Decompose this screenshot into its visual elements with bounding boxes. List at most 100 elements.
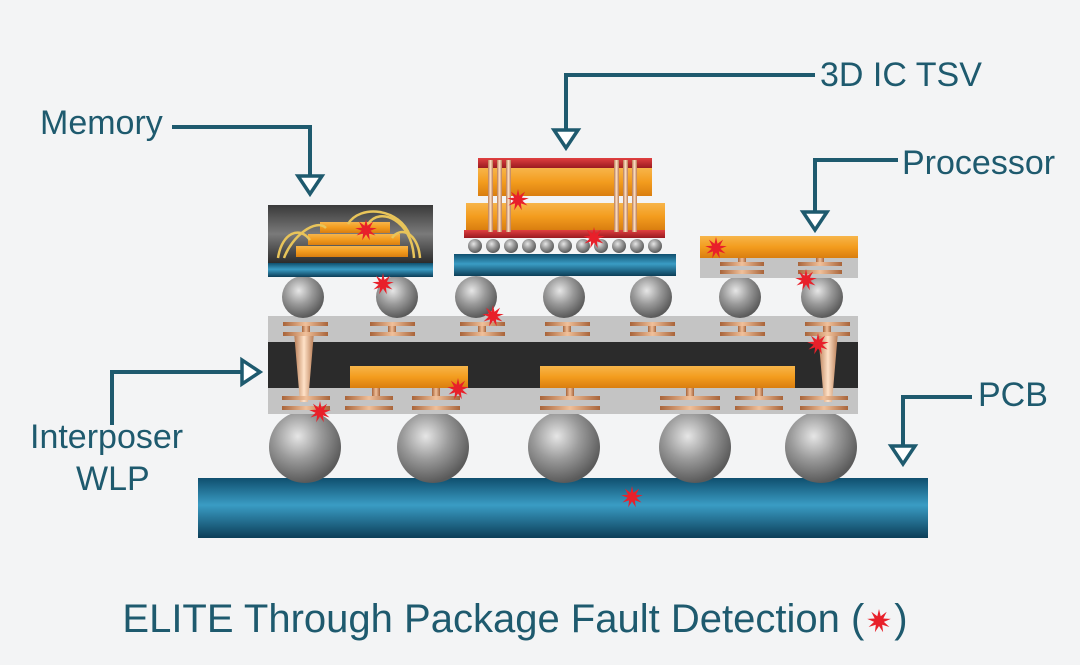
copper-pad [283, 332, 328, 336]
solder-ball [269, 411, 341, 483]
memory-die [308, 234, 400, 245]
pcb-solder-balls [269, 411, 857, 483]
copper-post [432, 388, 440, 396]
copper-pad [660, 406, 720, 410]
memory-die [296, 246, 408, 257]
fault-star-icon [309, 401, 331, 423]
copper-pad [660, 396, 720, 400]
fault-star-icon [507, 189, 529, 211]
copper-pad [370, 332, 415, 336]
pcb-leader-line [901, 395, 972, 448]
memory-die [320, 222, 390, 233]
copper-pad [283, 322, 328, 326]
ic3d-substrate [454, 254, 676, 276]
fault-star-icon [621, 486, 643, 508]
copper-post [686, 388, 694, 396]
arrow-heads [240, 128, 919, 468]
arrow-down-icon [294, 174, 326, 198]
copper-pad [545, 322, 590, 326]
interposer [268, 316, 858, 414]
solder-ball [543, 276, 585, 318]
interposer-bottom-layer [268, 388, 858, 414]
ic3d-tsv-label: 3D IC TSV [820, 56, 982, 94]
solder-ball [282, 276, 324, 318]
copper-pad [735, 406, 783, 410]
copper-pad [798, 270, 842, 274]
copper-post [823, 326, 831, 332]
bond-wires [276, 210, 422, 259]
caption-text: ELITE Through Package Fault Detection ( [122, 597, 865, 641]
pcb-label: PCB [978, 376, 1048, 414]
copper-pad [282, 406, 330, 410]
copper-pad [720, 262, 764, 266]
solder-ball [801, 276, 843, 318]
processor-label: Processor [902, 144, 1056, 182]
fault-star-icon [807, 333, 829, 355]
ic3d-leader-line [564, 73, 815, 132]
processor-leader-line [813, 158, 898, 214]
arrow-down-icon [799, 210, 831, 234]
tsv-vias [488, 160, 637, 232]
copper-pad [630, 322, 675, 326]
copper-pad [370, 322, 415, 326]
copper-post [648, 326, 656, 332]
fault-star-icon [795, 269, 817, 291]
leader-arrows [110, 73, 972, 448]
copper-pad [540, 396, 600, 400]
solder-ball [528, 411, 600, 483]
processor-die [700, 236, 858, 258]
copper-pad [412, 406, 460, 410]
copper-pad [720, 332, 765, 336]
fault-star-icon [355, 219, 377, 241]
caption-close: ) [894, 597, 908, 641]
copper-post [816, 258, 824, 262]
copper-pad [282, 396, 330, 400]
interposer-label: Interposer [30, 418, 184, 456]
memory-package [268, 205, 433, 318]
fault-star-icon [482, 305, 504, 327]
embedded-die [350, 366, 468, 388]
copper-pad [800, 406, 848, 410]
copper-pad [798, 262, 842, 266]
copper-post [372, 388, 380, 396]
copper-pad [345, 406, 393, 410]
copper-pad [800, 396, 848, 400]
copper-pad [720, 322, 765, 326]
pcb-board [198, 478, 928, 538]
copper-post [563, 326, 571, 332]
wlp-label: WLP [76, 460, 150, 498]
solder-ball [455, 276, 497, 318]
caption: ELITE Through Package Fault Detection () [0, 596, 1030, 642]
through-via [818, 332, 838, 402]
copper-post [566, 388, 574, 396]
copper-post [738, 326, 746, 332]
ic3d-base-die [464, 230, 665, 238]
solder-ball [630, 276, 672, 318]
arrow-down-icon [887, 444, 919, 468]
copper-pad [805, 332, 850, 336]
copper-post [478, 326, 486, 332]
copper-pad [460, 332, 505, 336]
interposer-leader-line [110, 370, 244, 425]
processor-substrate [700, 256, 858, 278]
solder-ball [659, 411, 731, 483]
memory-substrate [268, 263, 433, 277]
arrow-down-icon [550, 128, 582, 152]
copper-post [388, 326, 396, 332]
fault-star-icon [447, 378, 469, 400]
copper-pad [412, 396, 460, 400]
copper-pad [545, 332, 590, 336]
ic3d-top-die [478, 158, 652, 168]
embedded-die [540, 366, 795, 388]
copper-post [302, 326, 310, 332]
micro-bumps [468, 239, 662, 253]
copper-pad [735, 396, 783, 400]
copper-pad [805, 322, 850, 326]
processor-package [700, 236, 858, 318]
memory-label: Memory [40, 104, 163, 142]
copper-post [755, 388, 763, 396]
copper-pad [540, 406, 600, 410]
arrow-right-icon [240, 356, 264, 388]
solder-ball [397, 411, 469, 483]
